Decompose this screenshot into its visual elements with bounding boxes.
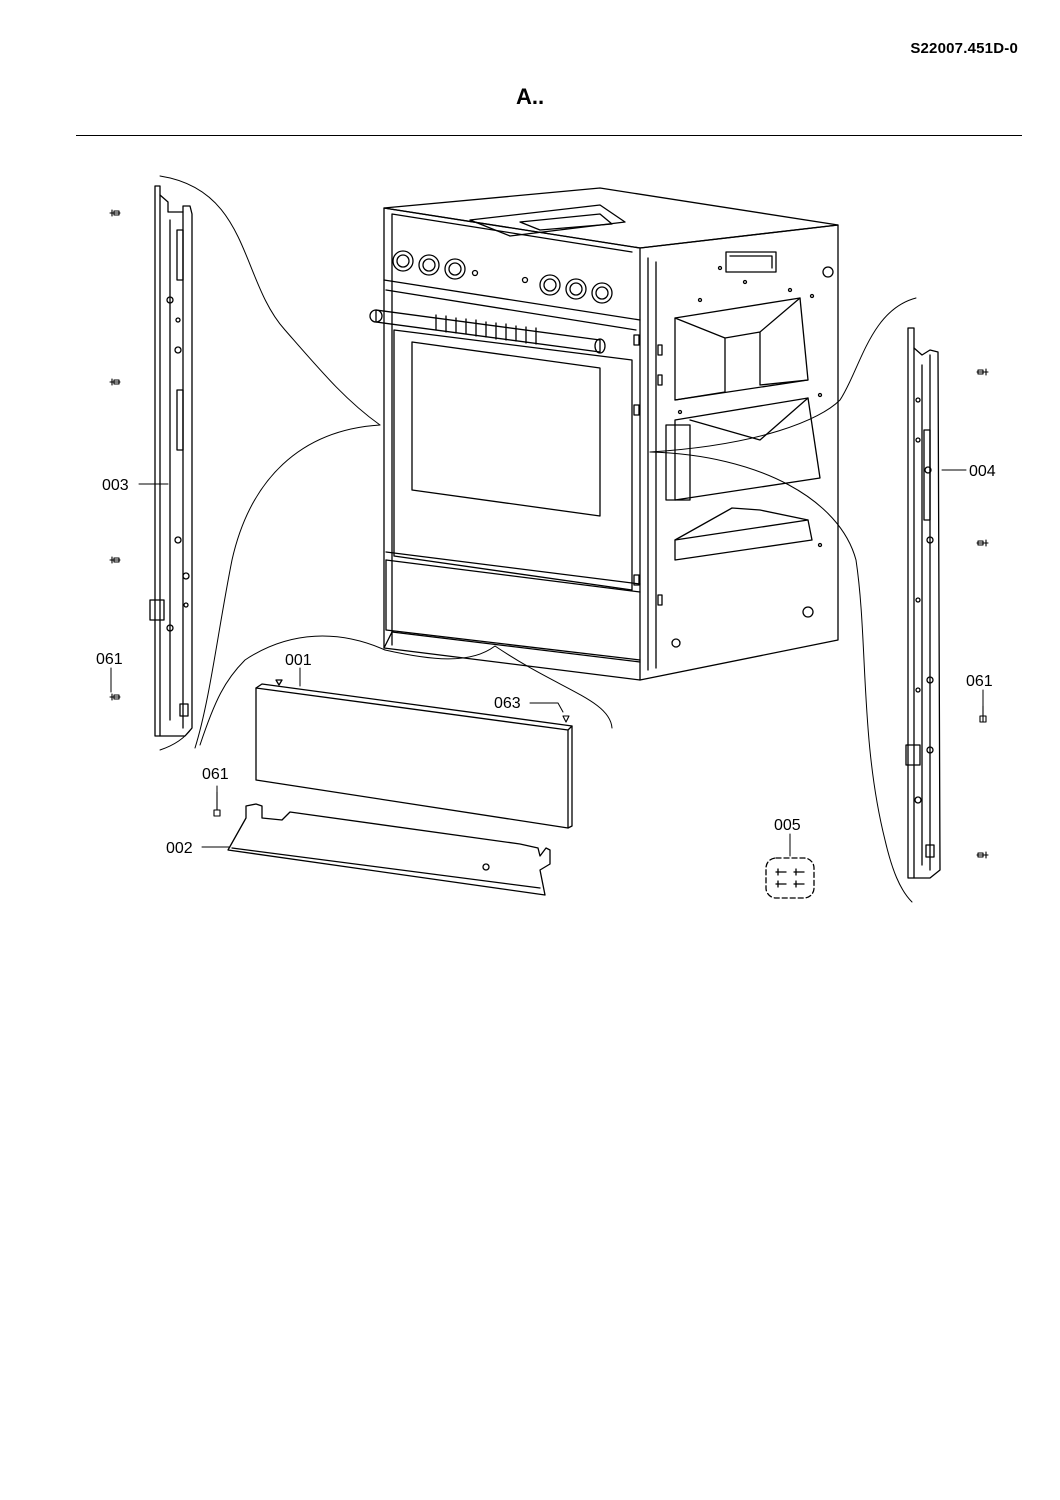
label-leaders <box>110 469 984 857</box>
part-label-003: 003 <box>102 477 129 494</box>
side-panel-003 <box>149 185 193 737</box>
leader-curves <box>159 175 917 903</box>
oven-unit <box>369 187 839 681</box>
screw-icon <box>976 368 989 859</box>
screw-icon <box>562 715 570 723</box>
part-label-061: 061 <box>202 766 229 783</box>
part-label-061: 061 <box>966 673 993 690</box>
part-label-002: 002 <box>166 840 193 857</box>
section-title: A.. <box>515 84 545 109</box>
part-label-061: 061 <box>96 651 123 668</box>
header-rule <box>76 135 1022 136</box>
part-label-004: 004 <box>969 463 996 480</box>
side-panel-004 <box>905 327 941 879</box>
part-label-005: 005 <box>774 817 801 834</box>
document-code: S22007.451D-0 <box>910 40 1018 57</box>
plinth-bracket-002 <box>227 803 551 896</box>
part-label-063: 063 <box>494 695 521 712</box>
part-label-001: 001 <box>285 652 312 669</box>
screw-set-005 <box>765 857 815 899</box>
part-labels: 003 004 061 061 061 001 063 002 005 <box>96 463 996 857</box>
screw-icon <box>109 209 121 701</box>
plinth-panel-001 <box>255 679 573 829</box>
